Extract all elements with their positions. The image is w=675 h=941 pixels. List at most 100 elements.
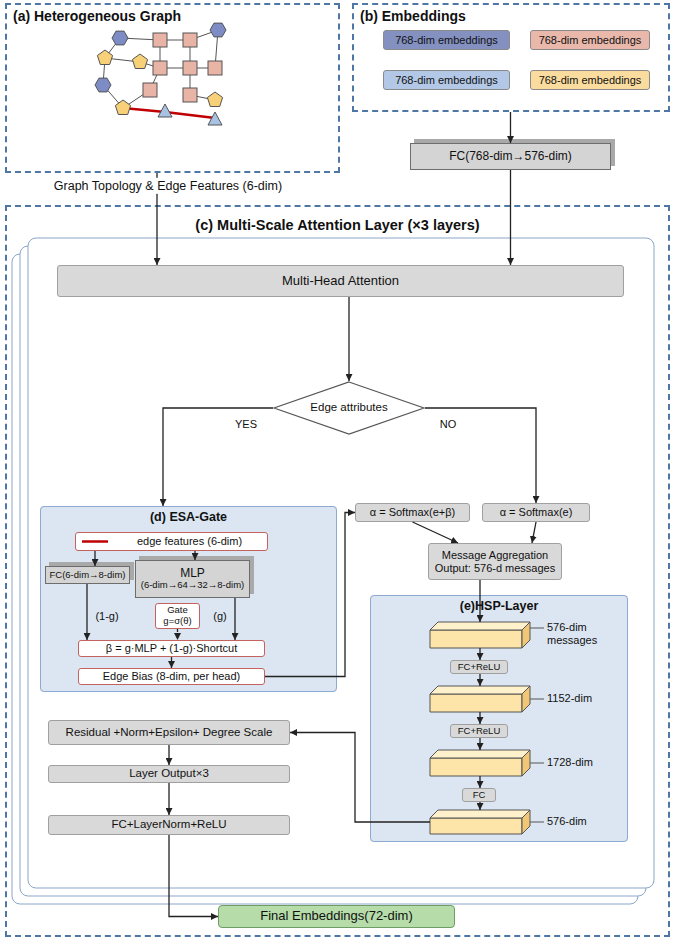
node-label: 1152-dim (547, 692, 592, 705)
leader-line (530, 699, 544, 700)
fc-box: FC (462, 788, 496, 802)
node-label: Edge Bias (8-dim, per head) (103, 670, 241, 683)
arrow-connector (479, 738, 480, 750)
node-label: FC+LayerNorm+ReLU (111, 818, 226, 831)
slab-outline (430, 750, 530, 776)
output-head-box: FC+LayerNorm+ReLU (48, 815, 290, 835)
formula-box: β = g·MLP + (1-g)·Shortcut (78, 640, 265, 657)
attention-layer-panel: (c) Multi-Scale Attention Layer (×3 laye… (5, 205, 670, 937)
edge-bias-box: Edge Bias (8-dim, per head) (78, 668, 265, 685)
node-label: 768-dim embeddings (395, 34, 498, 47)
panel-title: (d) ESA-Gate (40, 510, 337, 524)
slab-face (522, 810, 530, 834)
embedding-box: 768-dim embeddings (530, 30, 650, 50)
edge-label: (g) (213, 610, 226, 623)
feature-slab: 576-dim (430, 810, 530, 834)
edge-label: Graph Topology & Edge Features (6-dim) (51, 178, 285, 194)
arrow-connector (234, 598, 235, 640)
esa-gate-panel: (d) ESA-Gate edge features (6-dim) FC(6-di… (40, 506, 337, 692)
arrow-connector (479, 648, 480, 660)
graph-node-hexagon (95, 78, 111, 92)
slab-face (430, 622, 530, 630)
graph-node-pentagon (207, 92, 222, 107)
softmax-box: α = Softmax(e+β) (355, 503, 470, 522)
residual-box: Residual +Norm+Epsilon+ Degree Scale (48, 720, 290, 745)
node-label: FC(768-dim→576-dim) (449, 150, 572, 164)
feature-slab: 1152-dim (430, 686, 530, 712)
node-label: 576-dim messages (547, 621, 609, 646)
arrow-connector (168, 745, 169, 765)
arrow-connector (479, 776, 480, 788)
node-label: Edge attributes (310, 401, 387, 414)
graph-illustration (95, 23, 226, 125)
diamond-shape (274, 382, 424, 434)
layer-stack (12, 238, 654, 904)
arrow-connector (425, 408, 536, 503)
slab-outline (430, 622, 530, 648)
node-label: Output: 576-d messages (435, 562, 555, 575)
edge-label: YES (235, 418, 257, 431)
graph-node-triangle (158, 104, 172, 117)
graph-node-pentagon (115, 100, 130, 115)
graph-node-square (153, 61, 167, 75)
node-label: Residual +Norm+Epsilon+ Degree Scale (66, 726, 273, 739)
arrow-connector (479, 712, 480, 724)
final-embedding-box: Final Embeddings(72-dim) (218, 905, 455, 928)
slab-face (522, 622, 530, 648)
fc-layer-box: FC(6-dim→8-dim) (45, 566, 130, 584)
arrow-connector (510, 112, 511, 143)
node-label: FC+ReLU (458, 662, 501, 673)
graph-node-square (183, 33, 197, 47)
arrow-connector (94, 551, 95, 566)
decision-diamond: Edge attributes (273, 381, 425, 435)
graph-node-square (208, 61, 222, 75)
slab-face (522, 686, 530, 712)
leader-line (530, 822, 544, 823)
panel-title: (b) Embeddings (360, 8, 466, 24)
fc-relu-box: FC+ReLU (450, 660, 508, 674)
layer-output-box: Layer Output×3 (48, 765, 290, 783)
slab-outline (430, 686, 530, 712)
graph-node-square (153, 33, 167, 47)
node-label: 768-dim embeddings (539, 34, 642, 47)
node-label: 576-dim (547, 815, 587, 828)
edge-feature-box: edge features (6-dim) (75, 532, 268, 551)
arrow-connector (163, 408, 273, 506)
slab-outline (430, 810, 530, 834)
arrow-connector (177, 629, 178, 640)
graph-node-square (183, 88, 197, 102)
graph-node-square (183, 61, 197, 75)
softmax-box: α = Softmax(e) (482, 503, 590, 522)
panel-title: (c) Multi-Scale Attention Layer (×3 laye… (5, 217, 670, 234)
fc-relu-box: FC+ReLU (450, 724, 508, 738)
arrow-connector (479, 580, 480, 622)
slab-face (430, 694, 522, 712)
node-label: Layer Output×3 (129, 767, 209, 780)
embedding-box: 768-dim embeddings (383, 30, 510, 50)
embedding-box: 768-dim embeddings (530, 70, 650, 90)
arrow-connector (194, 551, 195, 560)
embeddings-panel: (b) Embeddings 768-dim embeddings 768-dim … (352, 3, 670, 112)
graph-node-pentagon (132, 54, 147, 69)
edge-feature-icon (82, 540, 108, 543)
arrow-connector (413, 522, 459, 543)
panel-title: (a) Heterogeneous Graph (13, 8, 181, 24)
arrow-connector (86, 584, 87, 640)
node-label: MLP (180, 567, 205, 581)
arrow-connector (348, 297, 349, 381)
fc-layer-box: FC(768-dim→576-dim) (410, 143, 611, 170)
slab-face (430, 750, 530, 758)
slab-face (522, 750, 530, 776)
gate-box: Gate g=σ(θ) (155, 603, 200, 629)
slab-face (430, 630, 522, 648)
node-label: 1728-dim (547, 756, 593, 769)
leader-line (530, 763, 544, 764)
leader-line (530, 628, 544, 629)
node-label: FC (473, 790, 486, 801)
arrow-connector (479, 674, 480, 686)
panel-title: (e)HSP-Layer (370, 599, 628, 613)
feature-slab: 576-dim messages (430, 622, 530, 648)
node-label: edge features (6-dim) (137, 535, 242, 548)
